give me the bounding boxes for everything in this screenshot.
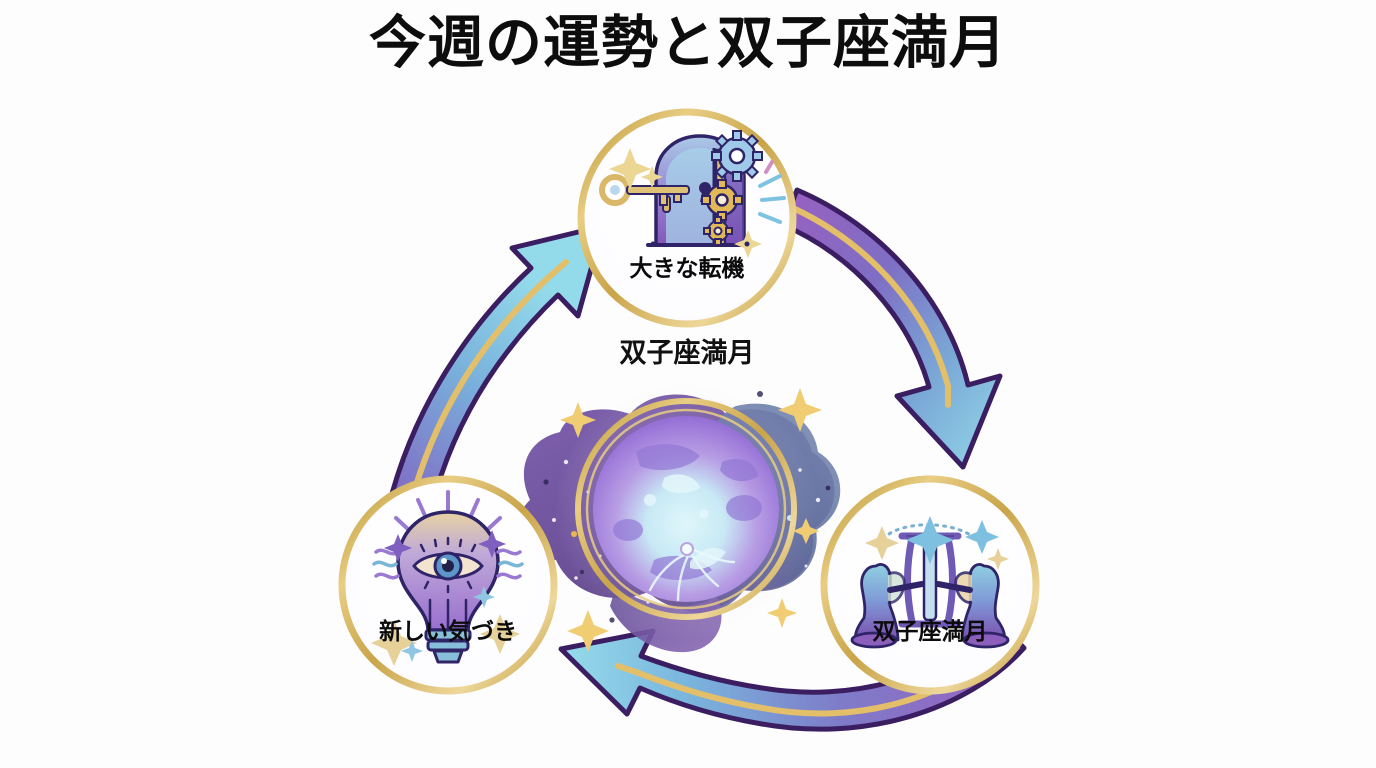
gemini-twins-icon	[850, 516, 1010, 649]
node-label-turning-point: 大きな転機	[629, 256, 745, 282]
page-title: 今週の運勢と双子座満月	[369, 10, 1007, 76]
node-turning-point[interactable]	[577, 108, 797, 328]
lightbulb-eye-icon	[371, 490, 524, 666]
node-label-new-awareness: 新しい気づき	[379, 619, 517, 645]
node-new-awareness[interactable]	[338, 475, 558, 695]
door-key-gears-icon	[599, 130, 786, 258]
center-label: 双子座満月	[619, 338, 755, 369]
full-moon-nebula-icon	[518, 377, 841, 653]
arrow-top-to-bottom-right	[780, 187, 1003, 470]
node-label-gemini-full-moon: 双子座満月	[872, 619, 988, 645]
node-gemini-full-moon[interactable]	[820, 475, 1040, 695]
